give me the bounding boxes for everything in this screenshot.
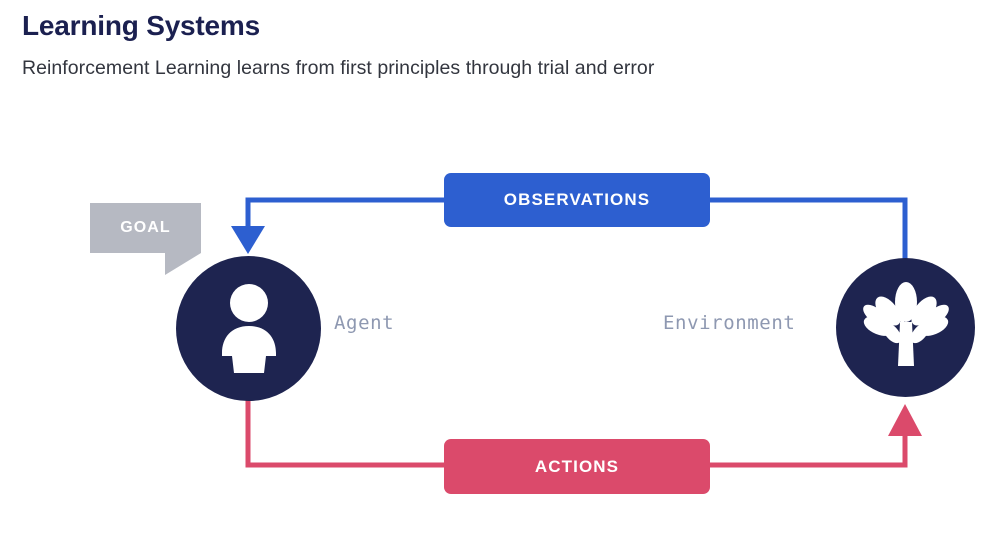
observations-arrowhead-icon bbox=[231, 226, 265, 254]
goal-label: GOAL bbox=[120, 219, 171, 236]
actions-arrowhead-icon bbox=[888, 404, 922, 436]
observations-label: OBSERVATIONS bbox=[503, 190, 651, 209]
agent-node[interactable] bbox=[176, 256, 321, 401]
header: Learning Systems Reinforcement Learning … bbox=[22, 8, 962, 83]
actions-line-left bbox=[245, 396, 447, 468]
actions-line-right bbox=[707, 427, 908, 468]
actions-box[interactable]: ACTIONS bbox=[444, 439, 710, 494]
environment-label: Environment bbox=[663, 312, 796, 334]
person-icon bbox=[221, 283, 276, 373]
observations-box[interactable]: OBSERVATIONS bbox=[444, 173, 710, 227]
actions-label: ACTIONS bbox=[534, 456, 620, 476]
tree-icon bbox=[862, 281, 949, 366]
goal-callout[interactable]: GOAL bbox=[90, 203, 201, 275]
goal-bubble-tail-icon bbox=[165, 253, 201, 275]
page-subtitle: Reinforcement Learning learns from first… bbox=[22, 57, 655, 79]
goal-bubble: GOAL bbox=[90, 203, 201, 253]
environment-node[interactable] bbox=[836, 258, 975, 397]
agent-label: Agent bbox=[334, 312, 395, 334]
observations-line-right bbox=[707, 197, 908, 265]
page-title: Learning Systems bbox=[22, 10, 260, 41]
observations-line-left bbox=[245, 197, 447, 235]
